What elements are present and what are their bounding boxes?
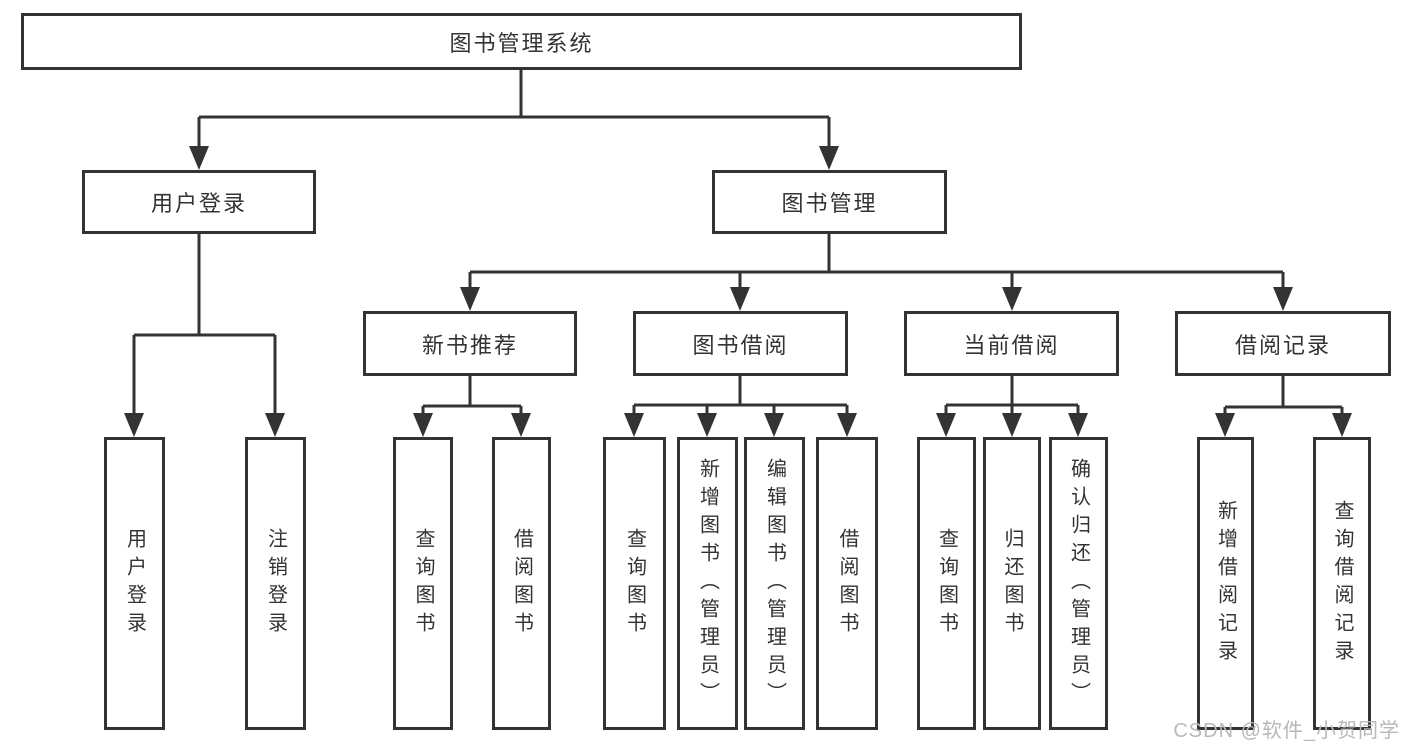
- leaf-add-books-admin: 新增图书（管理员）: [677, 437, 738, 730]
- leaf-borrow-books-recommend: 借阅图书: [492, 437, 551, 730]
- node-current-borrowing: 当前借阅: [904, 311, 1119, 376]
- leaf-borrow-books-borrowing: 借阅图书: [816, 437, 878, 730]
- leaf-query-books-borrowing: 查询图书: [603, 437, 666, 730]
- node-borrowing-records: 借阅记录: [1175, 311, 1391, 376]
- node-library-management-system: 图书管理系统: [21, 13, 1022, 70]
- leaf-logout: 注销登录: [245, 437, 306, 730]
- csdn-watermark: CSDN @软件_小贺同学: [1173, 720, 1400, 742]
- leaf-edit-books-admin: 编辑图书（管理员）: [744, 437, 805, 730]
- leaf-user-login: 用户登录: [104, 437, 165, 730]
- leaf-confirm-return-admin: 确认归还（管理员）: [1049, 437, 1108, 730]
- arrowheads: [124, 146, 1352, 437]
- leaf-query-books-recommend: 查询图书: [393, 437, 453, 730]
- leaf-return-books: 归还图书: [983, 437, 1041, 730]
- leaf-query-borrow-record: 查询借阅记录: [1313, 437, 1371, 730]
- node-user-login: 用户登录: [82, 170, 316, 234]
- leaf-query-books-current: 查询图书: [917, 437, 976, 730]
- node-book-borrowing: 图书借阅: [633, 311, 848, 376]
- node-book-management: 图书管理: [712, 170, 947, 234]
- node-new-book-recommendation: 新书推荐: [363, 311, 577, 376]
- leaf-add-borrow-record: 新增借阅记录: [1197, 437, 1254, 730]
